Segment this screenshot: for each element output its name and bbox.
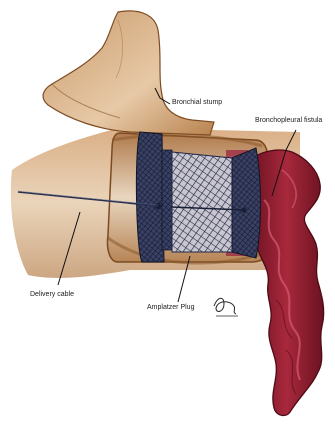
plug-waist [162, 150, 172, 250]
label-amplatzer-plug: Amplatzer Plug [147, 304, 194, 311]
plug-distal-disc [232, 148, 261, 258]
label-bronchopleural-fistula: Bronchopleural fistula [255, 117, 322, 124]
label-bronchial-stump: Bronchial stump [172, 99, 222, 106]
label-delivery-cable: Delivery cable [30, 291, 74, 298]
artist-signature-icon [214, 298, 238, 316]
plug-central-body [172, 152, 232, 252]
plug-proximal-disc [136, 132, 164, 262]
bronchial-stump-tissue [43, 11, 214, 135]
